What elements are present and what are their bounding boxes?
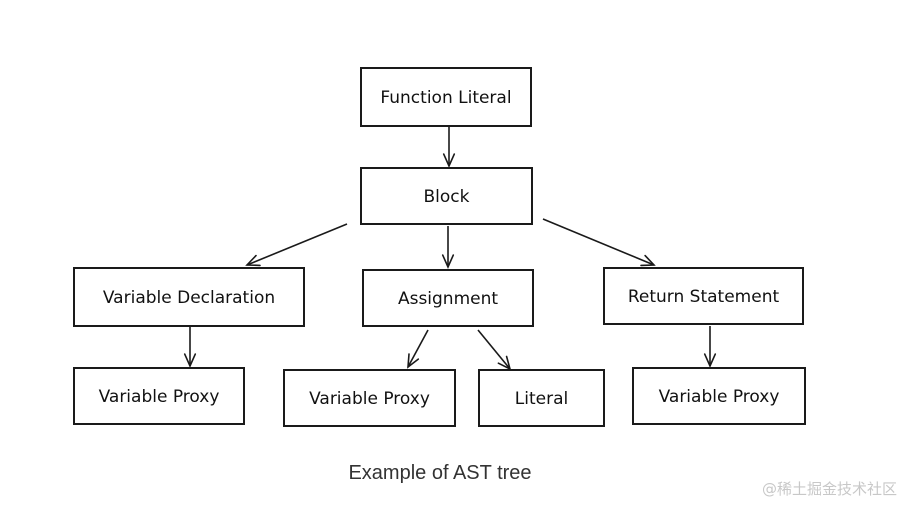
node-variable-proxy-3: Variable Proxy <box>632 367 806 425</box>
arrowhead-icon <box>703 353 717 368</box>
node-variable-proxy-1: Variable Proxy <box>73 367 245 425</box>
node-box <box>283 369 456 427</box>
arrowhead-icon <box>245 254 261 267</box>
node-label: Block <box>424 187 470 207</box>
node-return-statement: Return Statement <box>603 267 804 325</box>
edge-line <box>542 218 655 266</box>
node-box <box>362 269 534 327</box>
edge-line <box>246 223 348 266</box>
edge-line <box>407 329 429 368</box>
node-block: Block <box>360 167 533 225</box>
arrowhead-icon <box>640 254 656 267</box>
edge-block-to-assignment <box>441 226 455 269</box>
edge-return-statement-to-variable-proxy-3 <box>703 326 717 368</box>
node-variable-declaration: Variable Declaration <box>73 267 305 327</box>
arrowhead-icon <box>407 353 420 369</box>
arrowhead-icon <box>442 153 456 168</box>
node-label: Variable Proxy <box>659 387 780 407</box>
node-label: Assignment <box>398 289 498 309</box>
node-label: Variable Proxy <box>309 389 430 409</box>
node-box <box>73 367 245 425</box>
node-box <box>360 167 533 225</box>
arrowhead-icon <box>183 353 197 368</box>
edge-assignment-to-variable-proxy-2 <box>407 329 429 369</box>
node-box <box>360 67 532 127</box>
node-function-literal: Function Literal <box>360 67 532 127</box>
node-box <box>632 367 806 425</box>
diagram-caption: Example of AST tree <box>348 462 532 484</box>
edge-line <box>477 329 511 370</box>
node-label: Return Statement <box>628 287 780 307</box>
node-label: Variable Declaration <box>103 288 275 308</box>
node-literal: Literal <box>478 369 605 427</box>
node-assignment: Assignment <box>362 269 534 327</box>
edge-variable-declaration-to-variable-proxy-1 <box>183 327 197 368</box>
edge-block-to-variable-declaration <box>245 223 348 267</box>
arrowhead-icon <box>441 254 455 269</box>
node-box <box>478 369 605 427</box>
node-box <box>73 267 305 327</box>
watermark: @稀土掘金技术社区 <box>761 480 897 498</box>
node-label: Variable Proxy <box>99 387 220 407</box>
node-label: Function Literal <box>380 88 511 108</box>
edge-function-literal-to-block <box>442 127 456 168</box>
edge-block-to-return-statement <box>542 218 656 267</box>
edges-layer <box>183 127 717 371</box>
node-label: Literal <box>515 389 568 409</box>
node-variable-proxy-2: Variable Proxy <box>283 369 456 427</box>
edge-assignment-to-literal <box>477 329 512 371</box>
node-box <box>603 267 804 325</box>
